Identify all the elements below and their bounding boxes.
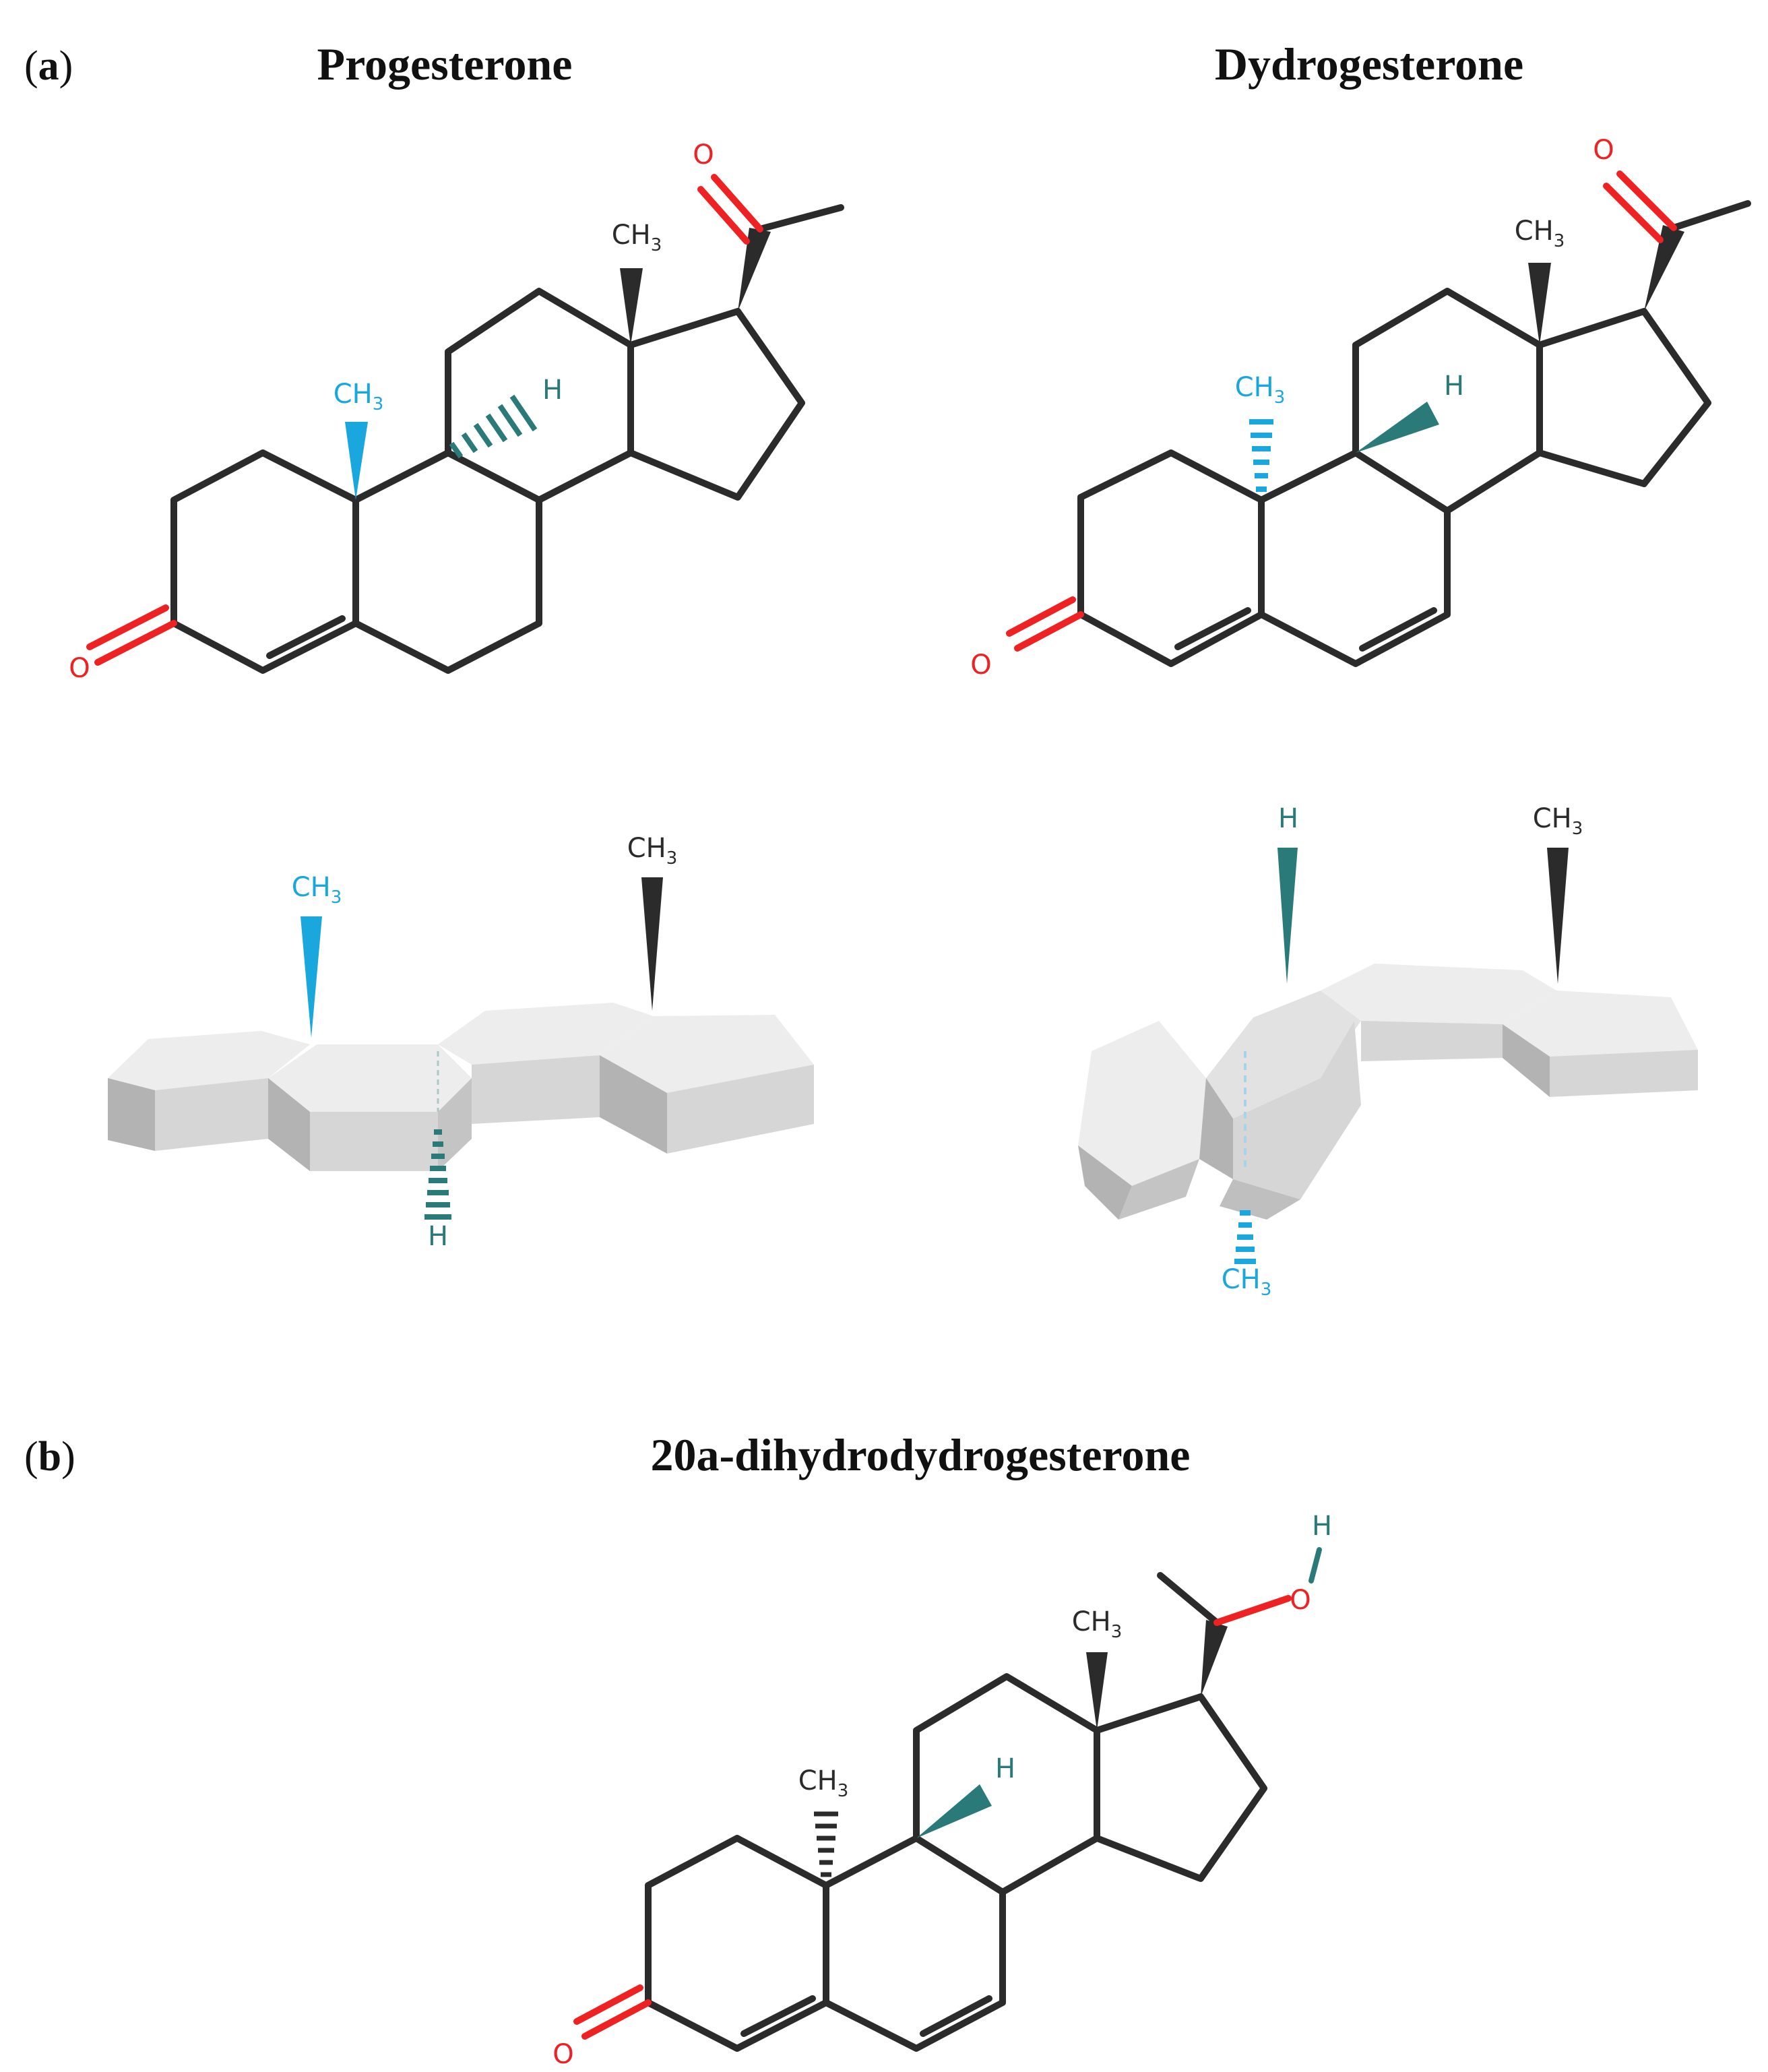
wedge-bond-c17 — [1644, 225, 1684, 311]
methyl-label-c18: CH3 — [627, 833, 678, 869]
ring-c — [913, 1673, 1100, 1895]
acetyl-oxygen: O — [693, 139, 714, 170]
c19-methyl-label: CH3 — [798, 1765, 849, 1801]
ketone-bond — [94, 620, 177, 666]
wedge-hydrogen — [1277, 848, 1298, 984]
ketone-oxygen: O — [970, 650, 991, 681]
wedge-bond-c18 — [1528, 263, 1551, 345]
progesterone-structure: Progesterone O O CH3 — [69, 38, 844, 684]
double-bond-c4-c5 — [1174, 607, 1251, 650]
c18-methyl-label: CH3 — [1072, 1606, 1123, 1642]
ring-a — [645, 1835, 829, 2052]
20a-dihydrodydrogesterone-structure: O O H CH3 CH3 — [552, 1511, 1332, 2070]
wedge-bond-c19 — [345, 422, 368, 500]
c9-hydrogen: H — [542, 375, 563, 406]
wedge-methyl-c19 — [301, 916, 322, 1038]
dydrogesterone-structure: Dydrogesterone O O CH3 — [970, 38, 1751, 681]
ketone-oxygen: O — [69, 653, 90, 684]
c19-methyl-label: CH3 — [334, 379, 384, 414]
ring-a — [170, 449, 359, 674]
hashed-bond-c9-h — [449, 394, 538, 459]
hashed-bond-c19 — [814, 1811, 838, 1877]
methyl-label-top: CH3 — [1533, 803, 1583, 839]
methyl-label-c19: CH3 — [292, 872, 342, 908]
hydrogen-label: H — [1278, 803, 1298, 834]
c9-hydrogen: H — [1444, 371, 1464, 402]
ketone-oxygen: O — [552, 2039, 573, 2070]
ring-d — [1094, 1693, 1267, 1882]
molecule-title-dydrogesterone: Dydrogesterone — [1215, 38, 1523, 90]
c9-hydrogen: H — [995, 1753, 1015, 1784]
ring-c — [445, 288, 634, 503]
ketone-bond — [1014, 611, 1084, 652]
ketone-bond — [581, 1999, 652, 2040]
molecule-title-progesterone: Progesterone — [317, 38, 573, 90]
hashed-bond-methyl-c19 — [1234, 1210, 1256, 1264]
panel-b-label: (b) — [24, 1434, 75, 1480]
double-bond-c4-c5 — [266, 615, 346, 659]
panel-b: (b) 20a-dihydrodydrogesterone O O H CH3 — [24, 1429, 1332, 2070]
wedge-methyl-c18 — [1547, 848, 1569, 984]
wedge-bond-c17 — [1201, 1620, 1228, 1697]
panel-a-label: (a) — [24, 43, 73, 89]
hydroxyl-hydrogen: H — [1312, 1511, 1332, 1542]
ring-b — [352, 449, 542, 674]
hashed-bond-c19 — [1249, 419, 1273, 492]
acetyl-methyl-bond — [757, 204, 844, 232]
hashed-bond-h — [424, 1129, 451, 1220]
wedge-bond-c9-h — [916, 1784, 992, 1838]
progesterone-3d-view: CH3 CH3 H — [108, 833, 814, 1252]
wedge-bond-c18 — [1086, 1652, 1108, 1730]
ring-b — [823, 1835, 1006, 2052]
panel-a: (a) Progesterone O O — [24, 38, 1751, 1300]
acetyl-carbonyl-bond — [1616, 170, 1677, 231]
ring-b — [1258, 449, 1451, 667]
wedge-bond-c17 — [738, 228, 771, 311]
hydrogen-label: H — [428, 1221, 448, 1252]
c18-methyl-label: CH3 — [1515, 216, 1565, 251]
acetyl-methyl-bond — [1670, 200, 1751, 231]
ring-a — [1077, 449, 1265, 667]
acetyl-oxygen: O — [1593, 135, 1614, 166]
ring-c — [1352, 288, 1543, 514]
molecule-title-20a-dihydrodydrogesterone: 20a-dihydrodydrogesterone — [651, 1429, 1191, 1480]
double-bond-c6-c7 — [1359, 607, 1437, 652]
dydrogesterone-3d-view: H CH3 CH3 — [1078, 803, 1698, 1300]
double-bond-c6-c7 — [920, 1995, 992, 2037]
c18-methyl-label: CH3 — [612, 220, 662, 255]
c19-methyl-label: CH3 — [1235, 372, 1286, 408]
ring-d — [627, 308, 805, 501]
hydroxyl-bond — [1213, 1595, 1292, 1626]
wedge-bond-c18 — [620, 268, 643, 345]
acetyl-carbonyl-bond — [711, 174, 763, 232]
wedge-methyl-c18 — [641, 877, 663, 1011]
methyl-label-bottom: CH3 — [1222, 1264, 1272, 1300]
methyl-bond — [1157, 1572, 1220, 1626]
double-bond-c4-c5 — [740, 1995, 816, 2037]
ring-d — [1536, 308, 1711, 487]
o-h-bond — [1308, 1547, 1322, 1583]
hydroxyl-oxygen: O — [1290, 1585, 1311, 1616]
wedge-bond-c9-h — [1356, 402, 1439, 453]
